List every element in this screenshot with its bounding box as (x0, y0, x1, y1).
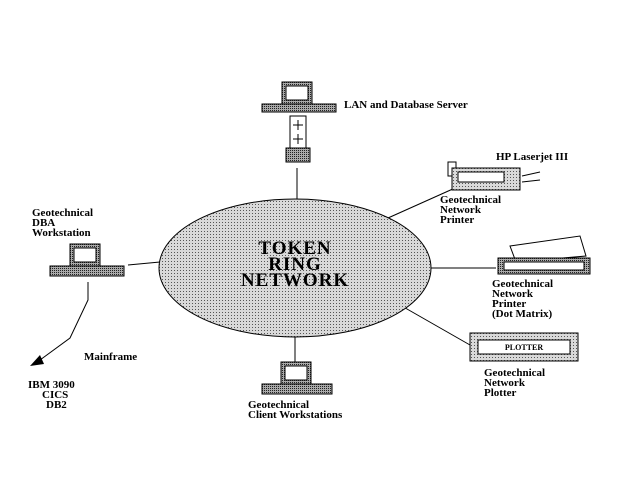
mainframe-ibm-label: IBM 3090 (28, 379, 75, 391)
dba-label-1: Geotechnical (32, 207, 94, 219)
link-dba (127, 261, 161, 266)
client-computer-icon (261, 361, 333, 395)
token-ring-ellipse (158, 198, 432, 338)
plotter-label-2: Network (484, 377, 525, 389)
link-plotter (399, 304, 471, 346)
mainframe-label: Mainframe (84, 351, 138, 363)
laser-printer-label-3: Printer (440, 214, 475, 226)
mainframe-arrowhead (30, 355, 44, 366)
laser-printer-icon (447, 161, 541, 191)
dba-label-2: DBA (32, 217, 56, 229)
dot-printer-label-2: Network (492, 288, 533, 300)
mainframe-cics-label: CICS (42, 389, 69, 401)
server-label: LAN and Database Server (344, 99, 468, 111)
dot-matrix-printer-icon (497, 235, 591, 275)
laser-printer-model: HP Laserjet III (496, 151, 569, 163)
laser-printer-label-1: Geotechnical (440, 194, 502, 206)
plotter-label-3: Plotter (484, 387, 517, 399)
ring-title-line2: RING (268, 254, 322, 275)
laser-printer-label-2: Network (440, 204, 481, 216)
server-computer-icon (261, 81, 337, 163)
link-laser-printer (387, 187, 456, 219)
mainframe-db2-label: DB2 (46, 399, 67, 411)
dot-printer-label-3: Printer (492, 298, 527, 310)
plotter-device-label: PLOTTER (505, 343, 543, 352)
dot-printer-label-4: (Dot Matrix) (492, 308, 553, 320)
dba-computer-icon (49, 243, 125, 277)
dba-label-3: Workstation (32, 227, 91, 239)
plotter-label-1: Geotechnical (484, 367, 546, 379)
client-label-2: Client Workstations (248, 409, 343, 421)
plotter-icon: PLOTTER (469, 332, 579, 362)
client-label-1: Geotechnical (248, 399, 310, 411)
link-mainframe (39, 282, 89, 361)
ring-title-line1: TOKEN (258, 238, 331, 259)
dot-printer-label-1: Geotechnical (492, 278, 554, 290)
ring-title-line3: NETWORK (241, 270, 349, 291)
